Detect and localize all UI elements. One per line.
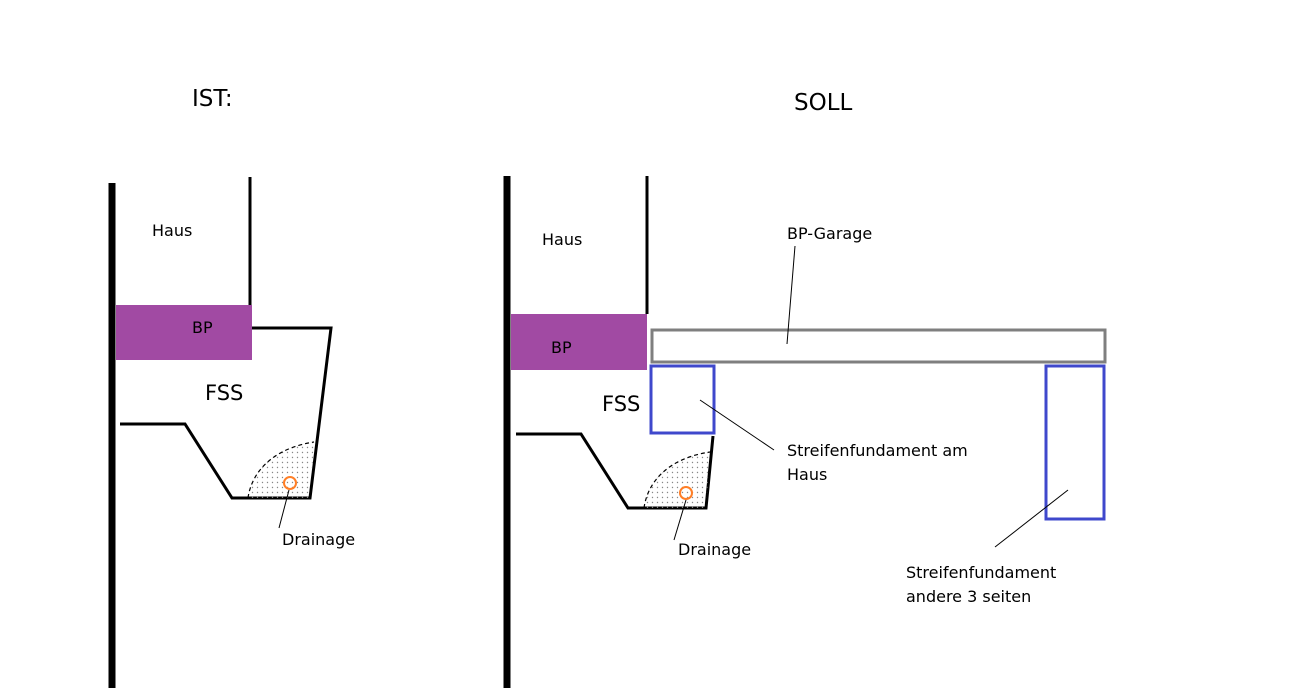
soll-streifen-haus-label: Streifenfundament am Haus (787, 439, 968, 487)
ist-drainage-label: Drainage (282, 530, 356, 549)
soll-gravel-fill (644, 452, 710, 508)
soll-bp-garage-slab (650, 328, 1107, 364)
soll-bp-label: BP (551, 338, 572, 357)
ist-bp-slab (116, 305, 252, 360)
soll-garage-leader (786, 245, 796, 345)
soll-fss-label: FSS (602, 392, 641, 416)
soll-drain-leader (673, 499, 687, 541)
soll-strip-foundation-house (649, 364, 716, 435)
soll-streifen-andere-line1: Streifenfundament (906, 563, 1057, 582)
soll-house-foundation-leader (699, 399, 775, 451)
soll-title: SOLL (794, 90, 853, 116)
ist-gravel-fill (248, 442, 314, 498)
ist-title: IST: (192, 86, 233, 112)
soll-drain-pipe (679, 486, 693, 500)
soll-haus-label: Haus (542, 230, 583, 249)
soll-bp-slab (511, 314, 647, 370)
ist-fss-label: FSS (205, 381, 244, 405)
ist-drain-leader (278, 489, 290, 529)
ist-gravel-boundary (247, 441, 315, 499)
soll-excavation-outline (516, 432, 715, 510)
ist-bp-label: BP (192, 318, 213, 337)
soll-streifen-andere-label: Streifenfundament andere 3 seiten (906, 561, 1056, 609)
soll-other-foundation-leader (994, 489, 1069, 548)
ist-drain-pipe (283, 476, 297, 490)
soll-streifen-andere-line2: andere 3 seiten (906, 587, 1032, 606)
soll-streifen-haus-line1: Streifenfundament am (787, 441, 968, 460)
soll-gravel-boundary (643, 451, 711, 509)
soll-streifen-haus-line2: Haus (787, 465, 828, 484)
soll-strip-foundation-other (1044, 364, 1106, 521)
ist-haus-label: Haus (152, 221, 193, 240)
soll-drainage-label: Drainage (678, 540, 752, 559)
soll-bp-garage-label: BP-Garage (787, 224, 873, 243)
